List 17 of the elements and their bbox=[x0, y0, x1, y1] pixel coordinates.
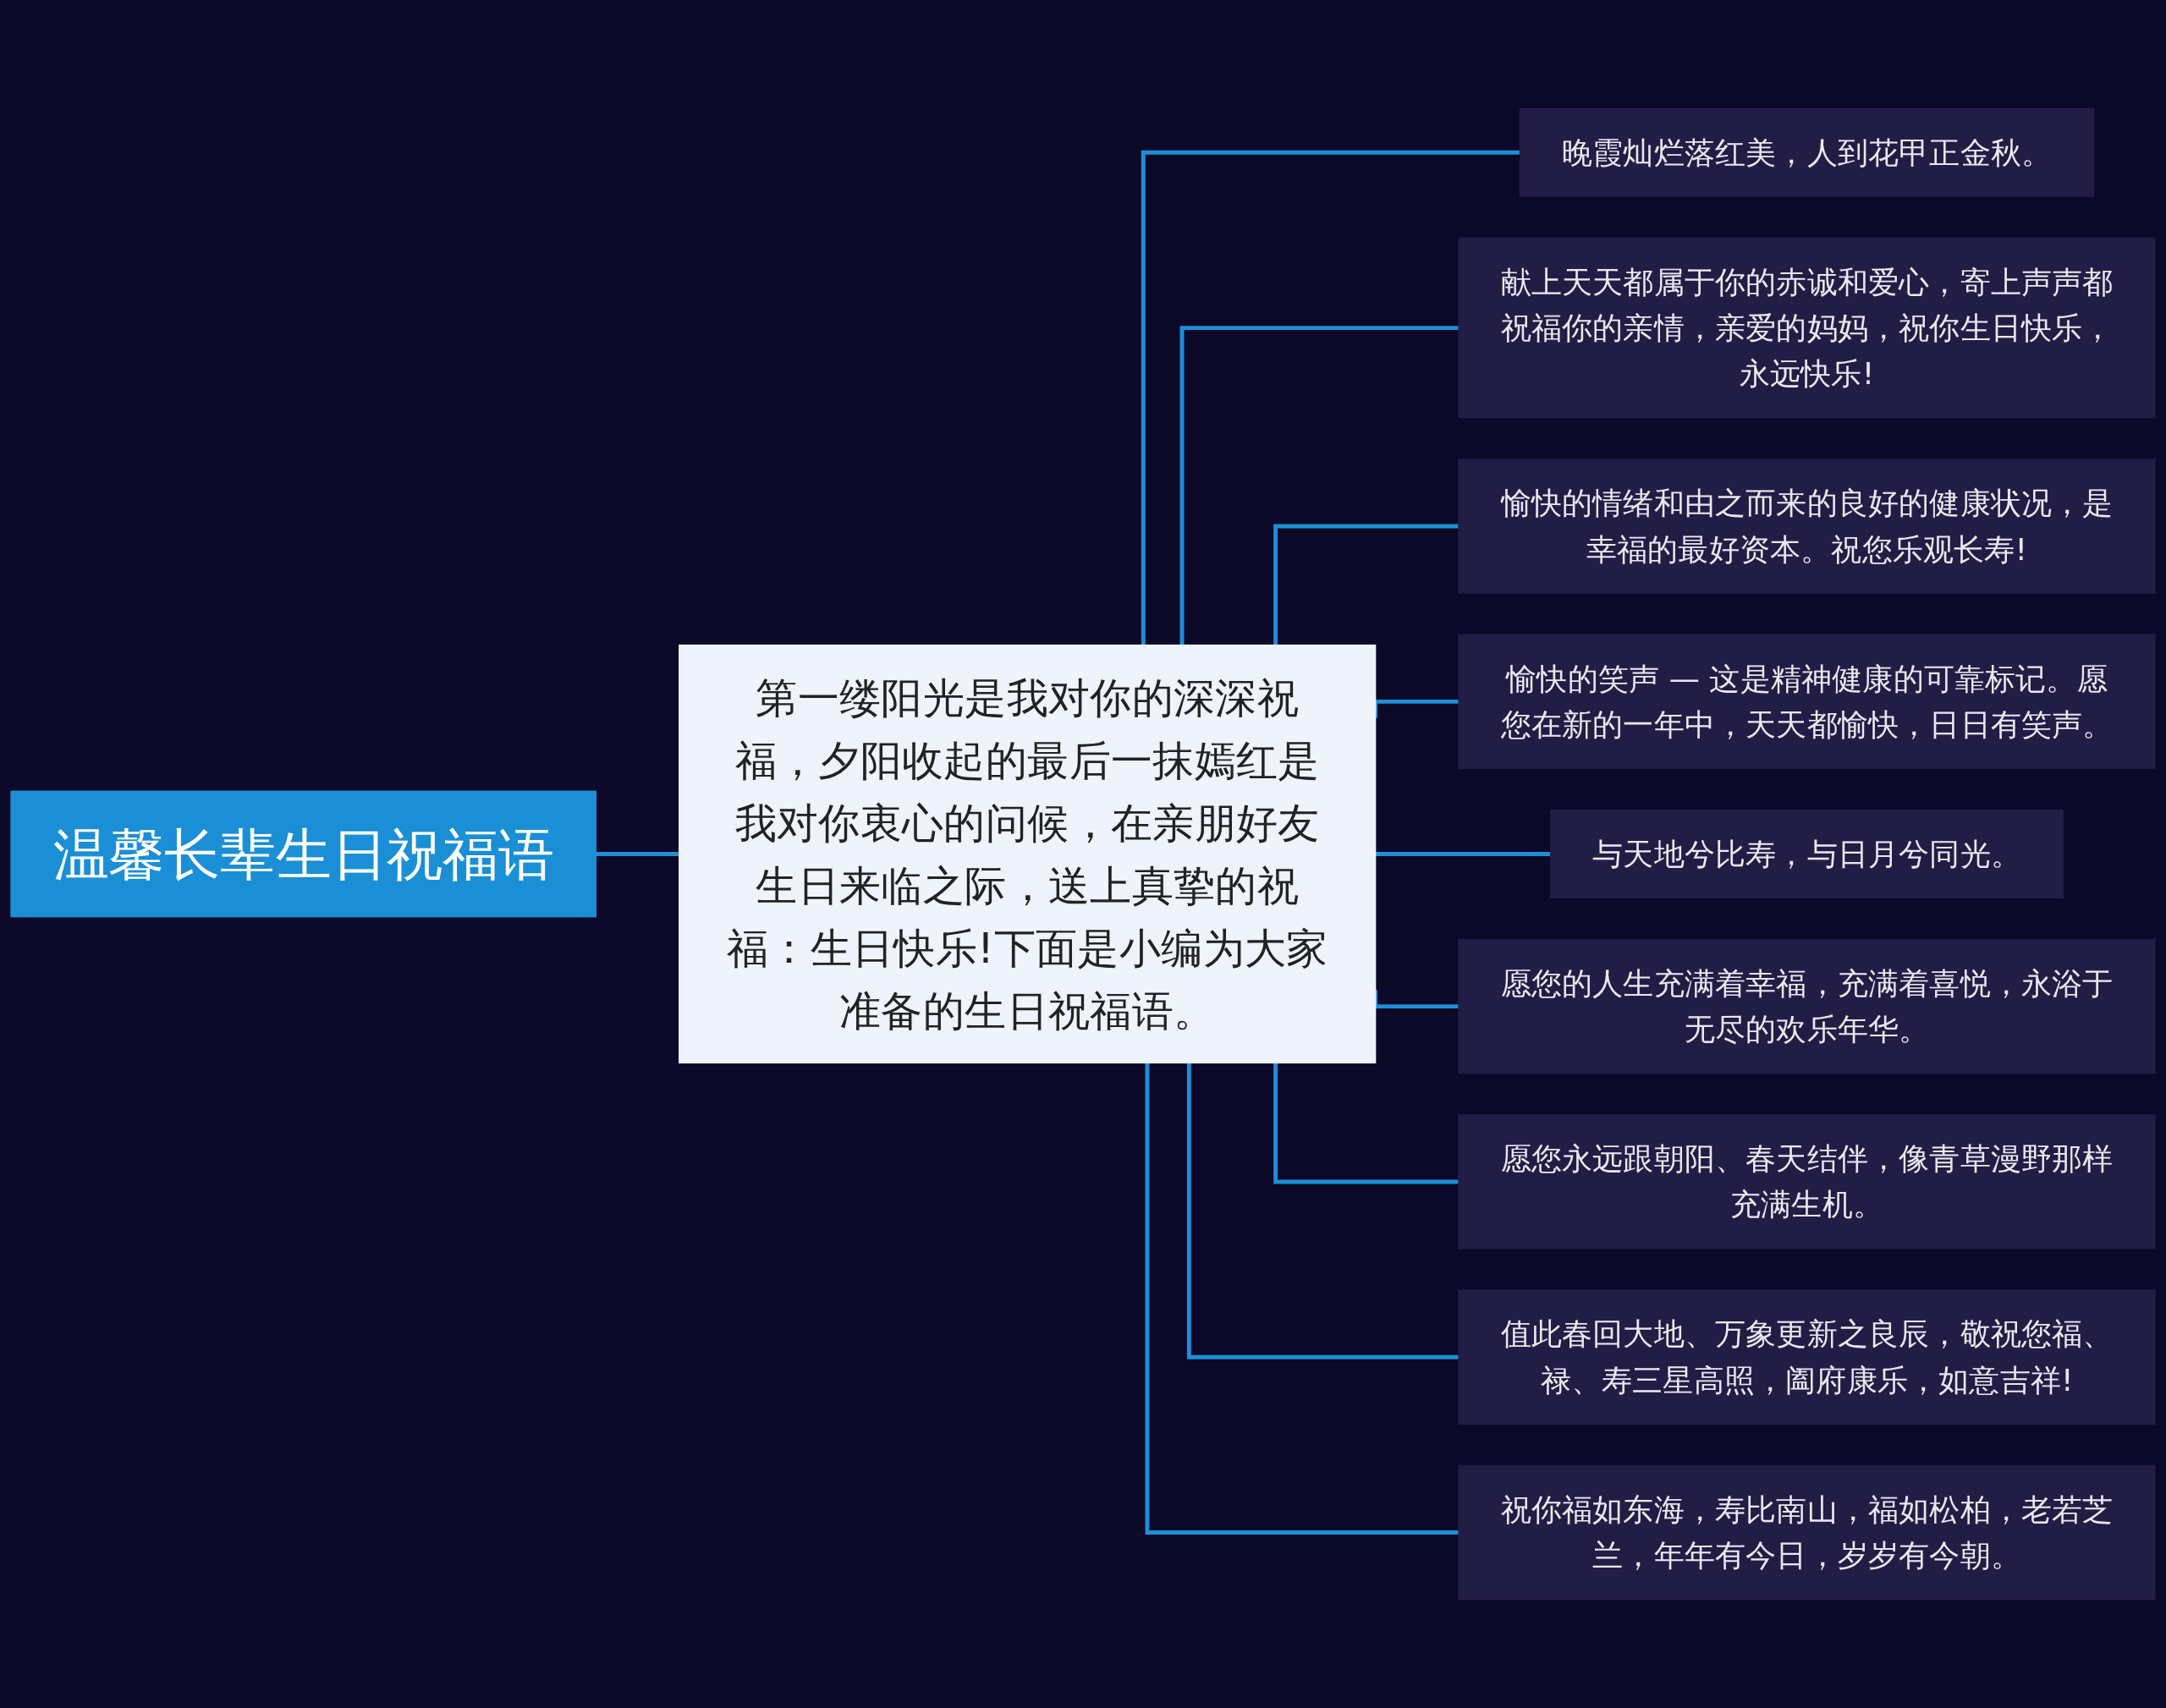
connector bbox=[1273, 524, 1460, 645]
connector bbox=[1179, 326, 1460, 645]
connector bbox=[1141, 150, 1520, 645]
node-box: 晚霞灿烂落红美，人到花甲正金秋。 bbox=[1519, 107, 2095, 197]
node-box: 值此春回大地、万象更新之良辰，敬祝您福、禄、寿三星高照，阖府康乐，如意吉祥! bbox=[1458, 1289, 2156, 1425]
connector bbox=[1273, 1063, 1460, 1184]
connector bbox=[1145, 1063, 1460, 1535]
node-box: 温馨长辈生日祝福语 bbox=[10, 790, 596, 918]
node-box: 第一缕阳光是我对你的深深祝福，夕阳收起的最后一抹嫣红是我对你衷心的问候，在亲朋好友生日来临之际，送上真挚的祝福：生日快乐!下面是小编为大家准备的生日祝福语。 bbox=[679, 644, 1377, 1064]
node-box: 祝你福如东海，寿比南山，福如松柏，老若芝兰，年年有今日，岁岁有今朝。 bbox=[1458, 1464, 2156, 1601]
connector bbox=[1186, 1063, 1460, 1359]
node-box: 愉快的笑声 — 这是精神健康的可靠标记。愿您在新的一年中，天天都愉快，日日有笑声。 bbox=[1458, 634, 2156, 770]
node-box: 愿您永远跟朝阳、春天结伴，像青草漫野那样充满生机。 bbox=[1458, 1114, 2156, 1249]
node-box: 愉快的情绪和由之而来的良好的健康状况，是幸福的最好资本。祝您乐观长寿! bbox=[1458, 459, 2156, 594]
node-box: 愿您的人生充满着幸福，充满着喜悦，永浴于无尽的欢乐年华。 bbox=[1458, 938, 2156, 1074]
node-box: 与天地兮比寿，与日月兮同光。 bbox=[1549, 809, 2064, 899]
node-box: 献上天天都属于你的赤诚和爱心，寄上声声都祝福你的亲情，亲爱的妈妈，祝你生日快乐，永远快乐! bbox=[1458, 237, 2156, 419]
